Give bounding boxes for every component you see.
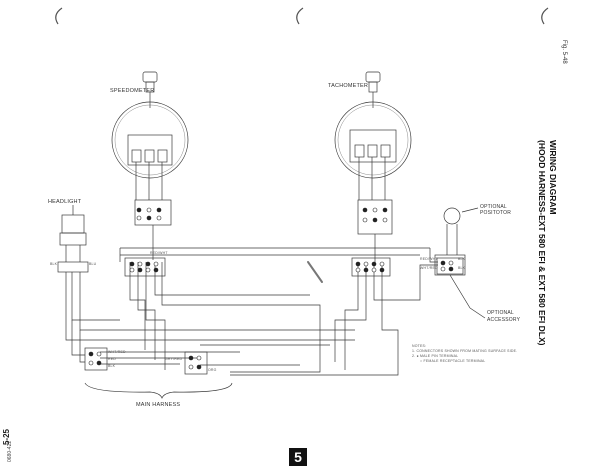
optional-positotor [434,207,471,309]
wire-label-red-wht-acc: RED/WHT [420,257,438,261]
optional-accessory-label-1: OPTIONAL [487,310,514,316]
wire-label-org-main: ORG [208,368,217,372]
headlight-assembly [57,205,89,273]
pencil-mark [307,261,323,283]
binder-hole-middle [296,7,304,25]
main-harness-brace [84,382,233,399]
figure-ref: Fig. 5-48 [561,40,567,64]
accessory-leader [469,307,486,319]
tachometer-label: TACHOMETER [328,83,369,89]
binder-hole-left [55,7,63,25]
optional-positotor-label-1: OPTIONAL [480,204,507,210]
wire-label-blk-acc2: BLK [458,266,466,270]
wire-label-blk-acc: BLK [458,257,466,261]
section-tab: 5 [289,448,307,466]
wire-label-wht-red-acc: WHT/RED [420,266,438,270]
wire-label-red-wht-speedo: RED/WHT [150,251,168,255]
wiring-runs [65,225,438,376]
notes-line-2: 2. ● MALE PIN TERMINAL [412,354,459,358]
wire-label-red-main: RED [108,357,116,361]
speedometer-label: SPEEDOMETER [110,88,155,94]
notes-line-1: 1. CONNECTORS SHOWN FROM MATING SURFACE … [412,349,518,353]
wire-label-blk-left: BLK [50,262,58,266]
connector-pins [88,207,454,370]
page-number: 5-25 [2,428,11,445]
speedometer-gauge [111,71,189,226]
notes-line-3: ○ FEMALE RECEPTACLE TERMINAL [420,359,486,363]
headlight-label: HEADLIGHT [48,199,82,205]
wire-label-wht-red-main: WHT/RED [108,350,126,354]
wire-label-blk-main: BLK [108,364,116,368]
binder-hole-right [541,7,549,25]
figure-title-line-2: (HOOD HARNESS-EXT 580 EFI & EXT 580 EFI … [537,140,547,346]
positotor-leader [461,207,479,213]
optional-accessory-label-2: ACCESSORY [487,317,521,323]
main-harness-label: MAIN HARNESS [136,402,181,408]
notes-title: NOTES: [412,344,427,348]
optional-positotor-label-2: POSITOTOR [480,210,512,216]
wire-label-blu-left: BLU [89,262,97,266]
figure-title-line-1: WIRING DIAGRAM [548,140,558,215]
connectors [84,257,464,375]
tachometer-gauge [334,71,412,235]
binder-marks [55,7,549,25]
wire-label-gry-main: GRY/RED [165,357,183,361]
